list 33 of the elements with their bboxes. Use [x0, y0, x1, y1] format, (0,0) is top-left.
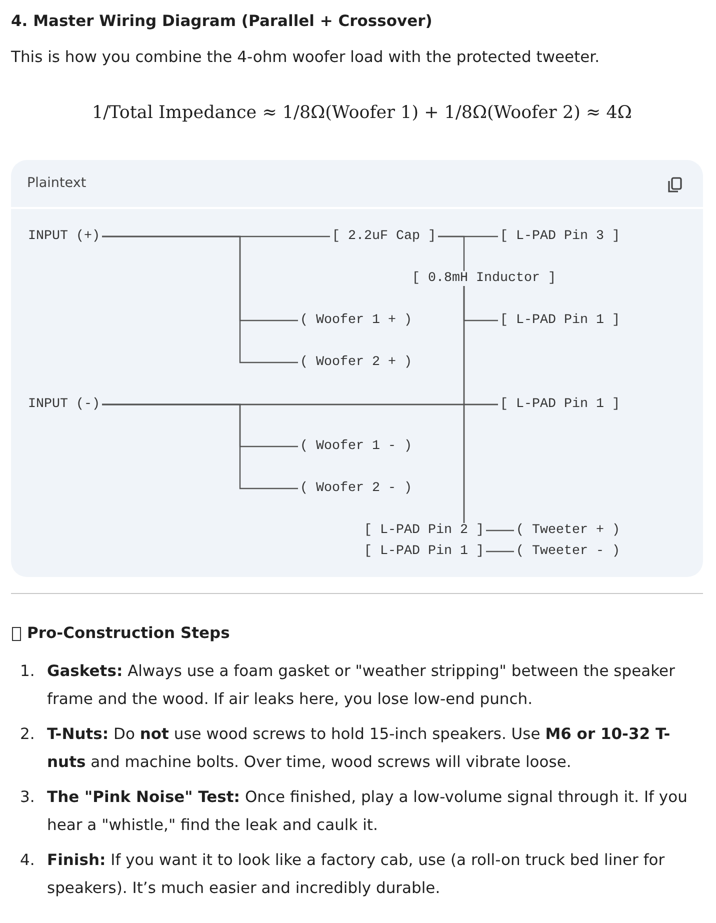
list-item-text: Gaskets: Always use a foam gasket or "weather stripping" between the speaker frame and the wood. If air leaks here, you lose low-end punch.: [47, 661, 676, 710]
impedance-formula: 1/Total Impedance ≈ 1/8Ω(Woofer 1) + 1/8Ω(Woofer 2) ≈ 4Ω: [92, 103, 632, 123]
language-label: Plaintext: [27, 175, 86, 191]
list-item-text: T-Nuts: Do not use wood screws to hold 15-inch speakers. Use M6 or 10-32 T-nuts and machine bolts. Over time, wood screws will vibrate loose.: [47, 724, 672, 773]
component-label: INPUT (+): [28, 226, 100, 247]
component-label: ( Tweeter - ): [516, 541, 620, 562]
list-number: 1.: [20, 661, 35, 682]
wire: [438, 236, 465, 271]
wire: [486, 530, 514, 532]
component-label: ( Woofer 1 - ): [300, 436, 412, 457]
list-number: 3.: [20, 787, 35, 808]
list-item-text: The "Pink Noise" Test: Once finished, play a low-volume signal through it. If you hear a "whistle," find the leak and caulk it.: [47, 787, 688, 836]
section-heading: Pro-Construction Steps: [27, 624, 230, 642]
component-label: ( Woofer 2 + ): [300, 352, 412, 373]
heading: 4. Master Wiring Diagram (Parallel + Crossover): [11, 12, 432, 30]
list-item-text: Finish: If you want it to look like a factory cab, use (a roll-on truck bed liner for speakers). It’s much easier and incredibly durable.: [47, 850, 666, 899]
list-number: 4.: [20, 850, 35, 871]
intro-sentence: This is how you combine the 4-ohm woofer load with the protected tweeter.: [11, 48, 600, 66]
component-label: [ 0.8mH Inductor ]: [412, 268, 556, 289]
component-label: ( Woofer 2 - ): [300, 478, 412, 499]
component-label: [ L-PAD Pin 1 ]: [364, 541, 484, 562]
component-label: ( Woofer 1 + ): [300, 310, 412, 331]
component-label: INPUT (-): [28, 394, 100, 415]
component-label: ( Tweeter + ): [516, 520, 620, 541]
wire: [486, 550, 514, 552]
component-label: [ L-PAD Pin 1 ]: [500, 394, 620, 415]
component-label: [ 2.2uF Cap ]: [332, 226, 436, 247]
component-label: [ L-PAD Pin 3 ]: [500, 226, 620, 247]
wire: [102, 404, 465, 523]
component-label: [ L-PAD Pin 1 ]: [500, 310, 620, 331]
wire: [102, 236, 298, 364]
component-label: [ L-PAD Pin 2 ]: [364, 520, 484, 541]
list-number: 2.: [20, 724, 35, 745]
